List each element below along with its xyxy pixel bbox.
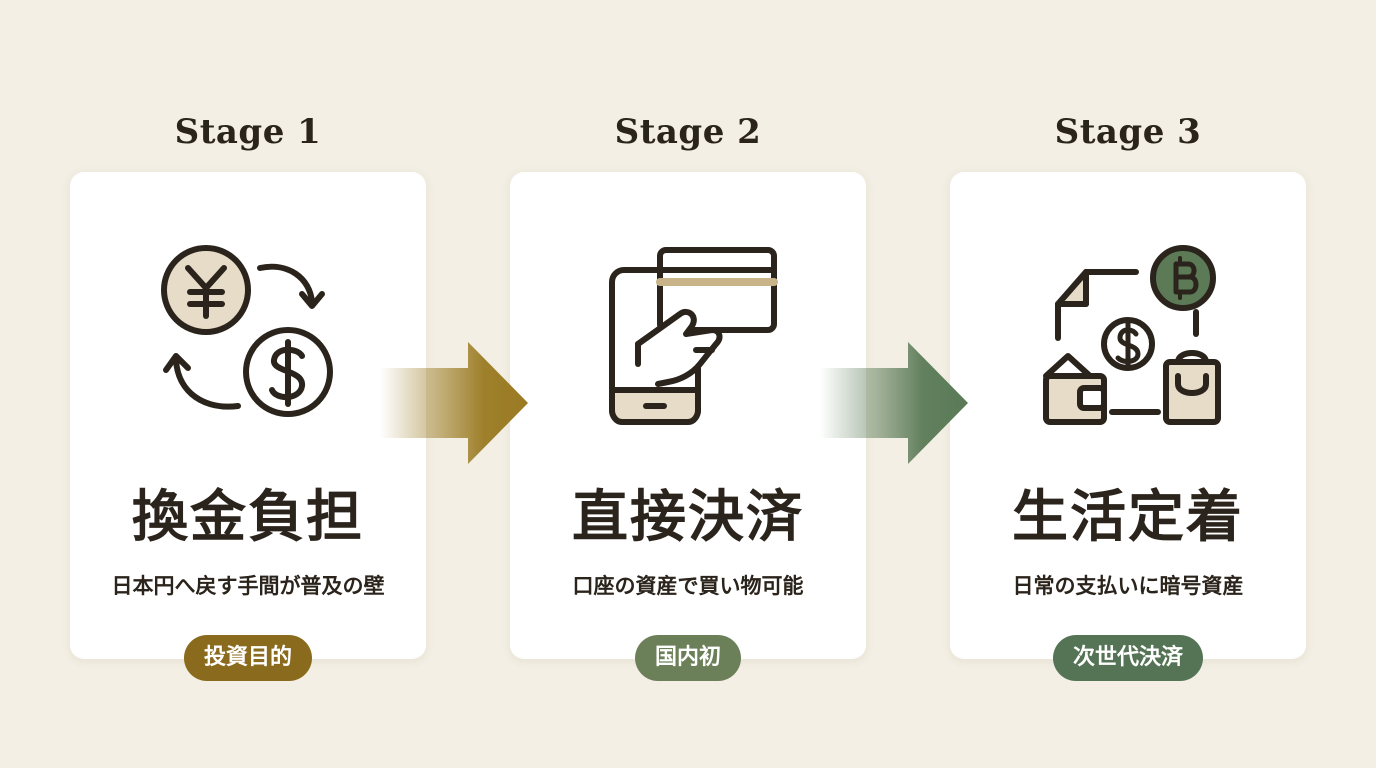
stage-2-card: 直接決済 口座の資産で買い物可能 — [510, 172, 866, 659]
mobile-card-payment-icon — [588, 234, 788, 434]
stage-2-description: 口座の資産で買い物可能 — [572, 574, 804, 598]
stage-2-badge: 国内初 — [634, 635, 742, 681]
crypto-lifestyle-icon — [1028, 234, 1228, 434]
stage-2-title: Stage 2 — [614, 112, 762, 152]
stage-1-card: 換金負担 日本円へ戻す手間が普及の壁 — [70, 172, 426, 659]
arrow-right-icon — [380, 342, 530, 464]
currency-exchange-icon — [148, 234, 348, 434]
stage-1-title: Stage 1 — [174, 112, 322, 152]
stage-1-heading: 換金負担 — [132, 484, 364, 550]
stage-3-heading: 生活定着 — [1012, 484, 1244, 550]
stage-1-description: 日本円へ戻す手間が普及の壁 — [111, 574, 385, 598]
stage-3-title: Stage 3 — [1054, 112, 1202, 152]
stage-2-heading: 直接決済 — [572, 484, 804, 550]
stage-1-badge: 投資目的 — [183, 635, 313, 681]
stage-3-badge: 次世代決済 — [1052, 635, 1204, 681]
stage-3-card: 生活定着 日常の支払いに暗号資産 — [950, 172, 1306, 659]
stage-3-description: 日常の支払いに暗号資産 — [1012, 574, 1244, 598]
arrow-right-icon — [820, 342, 970, 464]
